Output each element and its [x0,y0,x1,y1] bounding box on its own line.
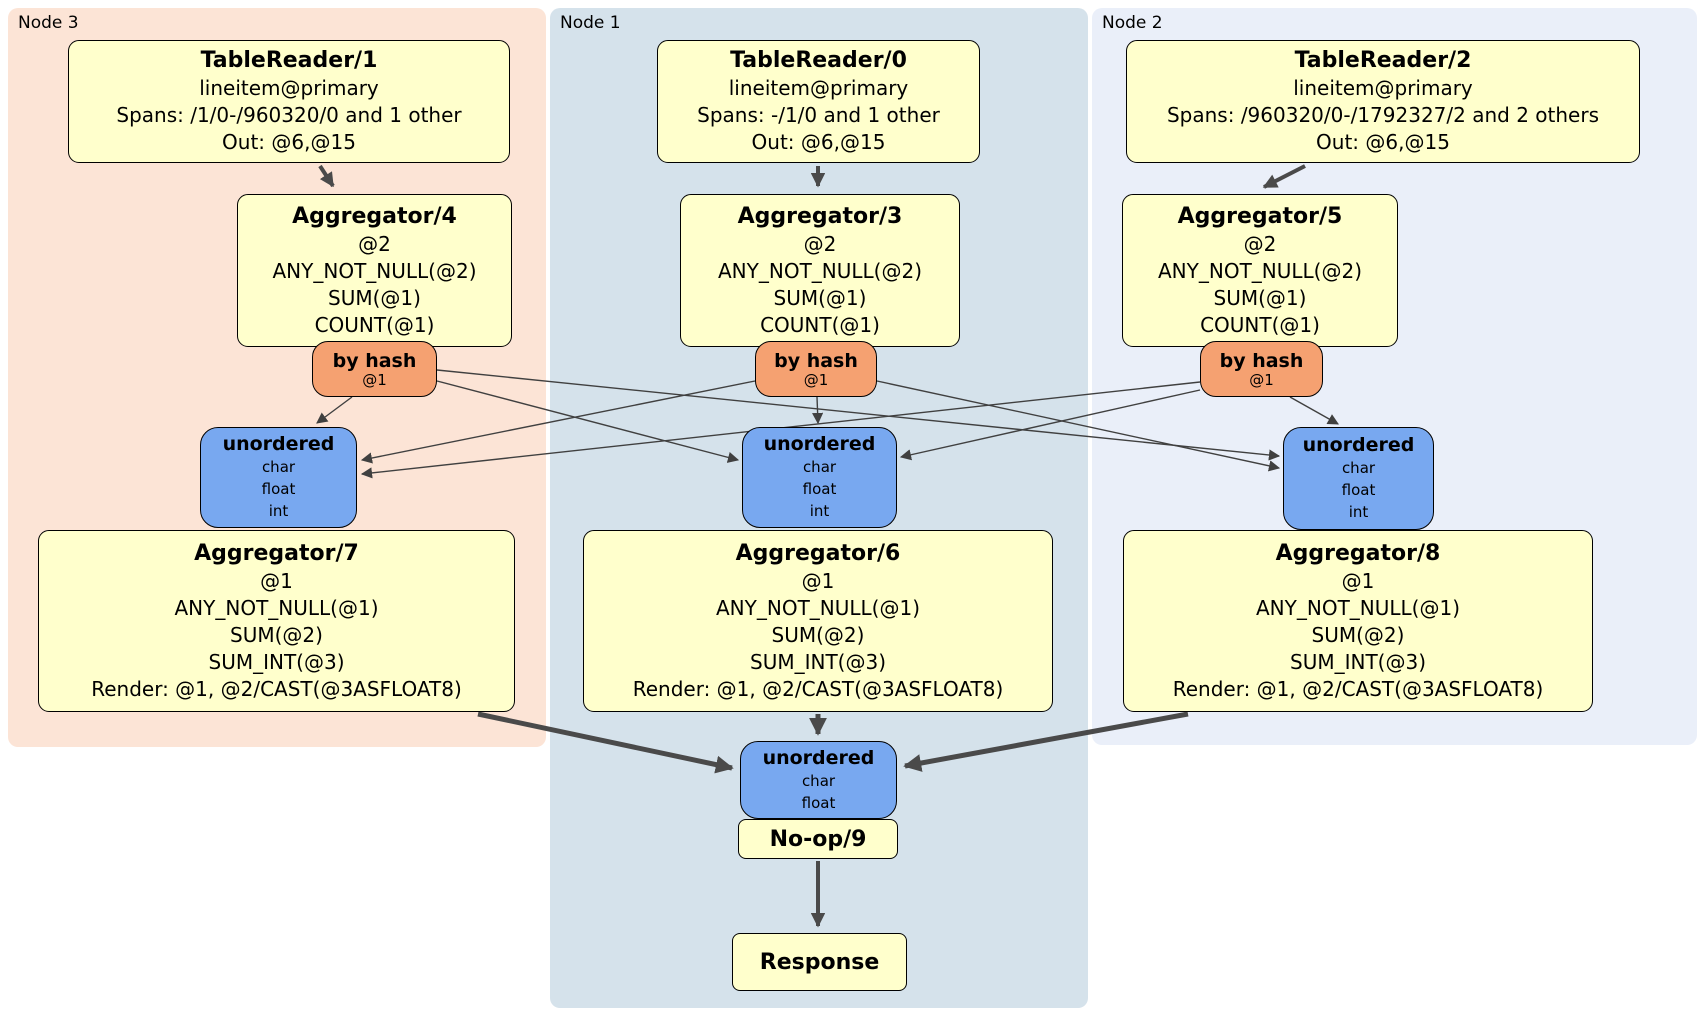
processor-title: TableReader/1 [200,48,378,73]
processor-title: Aggregator/7 [194,540,359,566]
processor-aggregator-4: Aggregator/4 @2 ANY_NOT_NULL(@2) SUM(@1)… [237,194,512,347]
processor-out: Out: @6,@15 [1316,130,1450,154]
processor-agg-fn: ANY_NOT_NULL(@1) [174,595,379,620]
processor-agg-fn: SUM(@1) [773,285,867,310]
processor-render: Render: @1, @2/CAST(@3ASFLOAT8) [1172,676,1544,701]
processor-agg-fn: COUNT(@1) [314,312,435,337]
sync-title: unordered [1302,434,1415,456]
sync-unordered-node2: unordered char float int [1283,427,1434,530]
sync-type: char [1341,459,1376,477]
processor-groupcols: @1 [1341,568,1375,593]
processor-title: Aggregator/8 [1275,540,1441,566]
processor-agg-fn: ANY_NOT_NULL(@2) [1158,258,1362,283]
router-title: by hash [1219,349,1304,372]
processor-render: Render: @1, @2/CAST(@3ASFLOAT8) [632,676,1004,701]
processor-title: No-op/9 [769,826,867,852]
processor-agg-fn: SUM_INT(@3) [750,649,886,674]
sync-type: float [801,793,836,812]
sync-title: unordered [762,746,875,769]
processor-aggregator-3: Aggregator/3 @2 ANY_NOT_NULL(@2) SUM(@1)… [680,194,960,347]
processor-title: Aggregator/6 [735,540,901,566]
processor-index: lineitem@primary [728,76,909,100]
processor-title: TableReader/0 [730,48,907,73]
processor-groupcols: @2 [1243,231,1277,256]
processor-title: Aggregator/4 [292,203,457,229]
sync-type: float [261,480,296,498]
processor-agg-fn: SUM(@2) [1311,622,1405,647]
sync-title: unordered [763,433,876,455]
processor-spans: Spans: /1/0-/960320/0 and 1 other [116,103,462,127]
processor-aggregator-8: Aggregator/8 @1 ANY_NOT_NULL(@1) SUM(@2)… [1123,530,1593,712]
processor-agg-fn: ANY_NOT_NULL(@2) [718,258,922,283]
processor-agg-fn: SUM_INT(@3) [208,649,345,674]
sync-unordered-final: unordered char float [740,741,897,819]
router-title: by hash [332,349,417,372]
node3-label: Node 3 [18,13,79,33]
processor-tablereader-0: TableReader/0 lineitem@primary Spans: -/… [657,40,980,163]
sync-type: float [1341,481,1376,499]
processor-agg-fn: SUM(@2) [230,622,323,647]
sync-type: char [802,458,837,476]
response-node: Response [732,933,907,991]
processor-title: Aggregator/5 [1177,203,1343,229]
router-hash-column: @1 [803,370,829,389]
processor-index: lineitem@primary [1293,76,1473,100]
processor-groupcols: @2 [803,231,837,256]
processor-tablereader-2: TableReader/2 lineitem@primary Spans: /9… [1126,40,1640,163]
sync-type: int [809,502,830,520]
node2-label: Node 2 [1102,13,1163,33]
processor-groupcols: @2 [358,231,391,256]
processor-aggregator-6: Aggregator/6 @1 ANY_NOT_NULL(@1) SUM(@2)… [583,530,1053,712]
processor-out: Out: @6,@15 [751,130,886,154]
processor-aggregator-5: Aggregator/5 @2 ANY_NOT_NULL(@2) SUM(@1)… [1122,194,1398,347]
router-title: by hash [774,349,858,372]
router-hash-column: @1 [1249,370,1274,389]
router-by-hash-node3: by hash @1 [312,341,437,397]
processor-render: Render: @1, @2/CAST(@3ASFLOAT8) [91,676,462,701]
processor-tablereader-1: TableReader/1 lineitem@primary Spans: /1… [68,40,510,163]
processor-agg-fn: SUM_INT(@3) [1290,649,1426,674]
processor-agg-fn: SUM(@1) [1213,285,1307,310]
sync-type: char [261,458,296,476]
processor-agg-fn: ANY_NOT_NULL(@1) [1256,595,1460,620]
router-by-hash-node2: by hash @1 [1200,341,1323,397]
processor-noop-9: No-op/9 [738,819,898,859]
processor-out: Out: @6,@15 [222,130,356,154]
sync-unordered-node3: unordered char float int [200,427,357,528]
processor-agg-fn: ANY_NOT_NULL(@1) [716,595,920,620]
processor-title: Aggregator/3 [737,203,903,229]
processor-agg-fn: ANY_NOT_NULL(@2) [272,258,477,283]
processor-title: TableReader/2 [1294,48,1472,73]
processor-index: lineitem@primary [199,76,379,100]
router-by-hash-node1: by hash @1 [755,341,877,397]
processor-aggregator-7: Aggregator/7 @1 ANY_NOT_NULL(@1) SUM(@2)… [38,530,515,712]
node1-label: Node 1 [560,13,621,33]
processor-groupcols: @1 [801,568,835,593]
router-hash-column: @1 [362,370,387,389]
processor-agg-fn: SUM(@2) [771,622,865,647]
processor-groupcols: @1 [260,568,293,593]
sync-unordered-node1: unordered char float int [742,427,897,528]
sync-title: unordered [222,433,335,455]
sync-type: int [268,502,289,520]
sync-type: int [1348,503,1369,521]
processor-spans: Spans: -/1/0 and 1 other [697,103,940,127]
processor-agg-fn: SUM(@1) [328,285,421,310]
sync-type: float [802,480,837,498]
processor-agg-fn: COUNT(@1) [1200,312,1320,337]
sync-type: char [801,771,836,790]
response-title: Response [759,949,880,975]
processor-spans: Spans: /960320/0-/1792327/2 and 2 others [1166,103,1599,127]
processor-agg-fn: COUNT(@1) [760,312,880,337]
